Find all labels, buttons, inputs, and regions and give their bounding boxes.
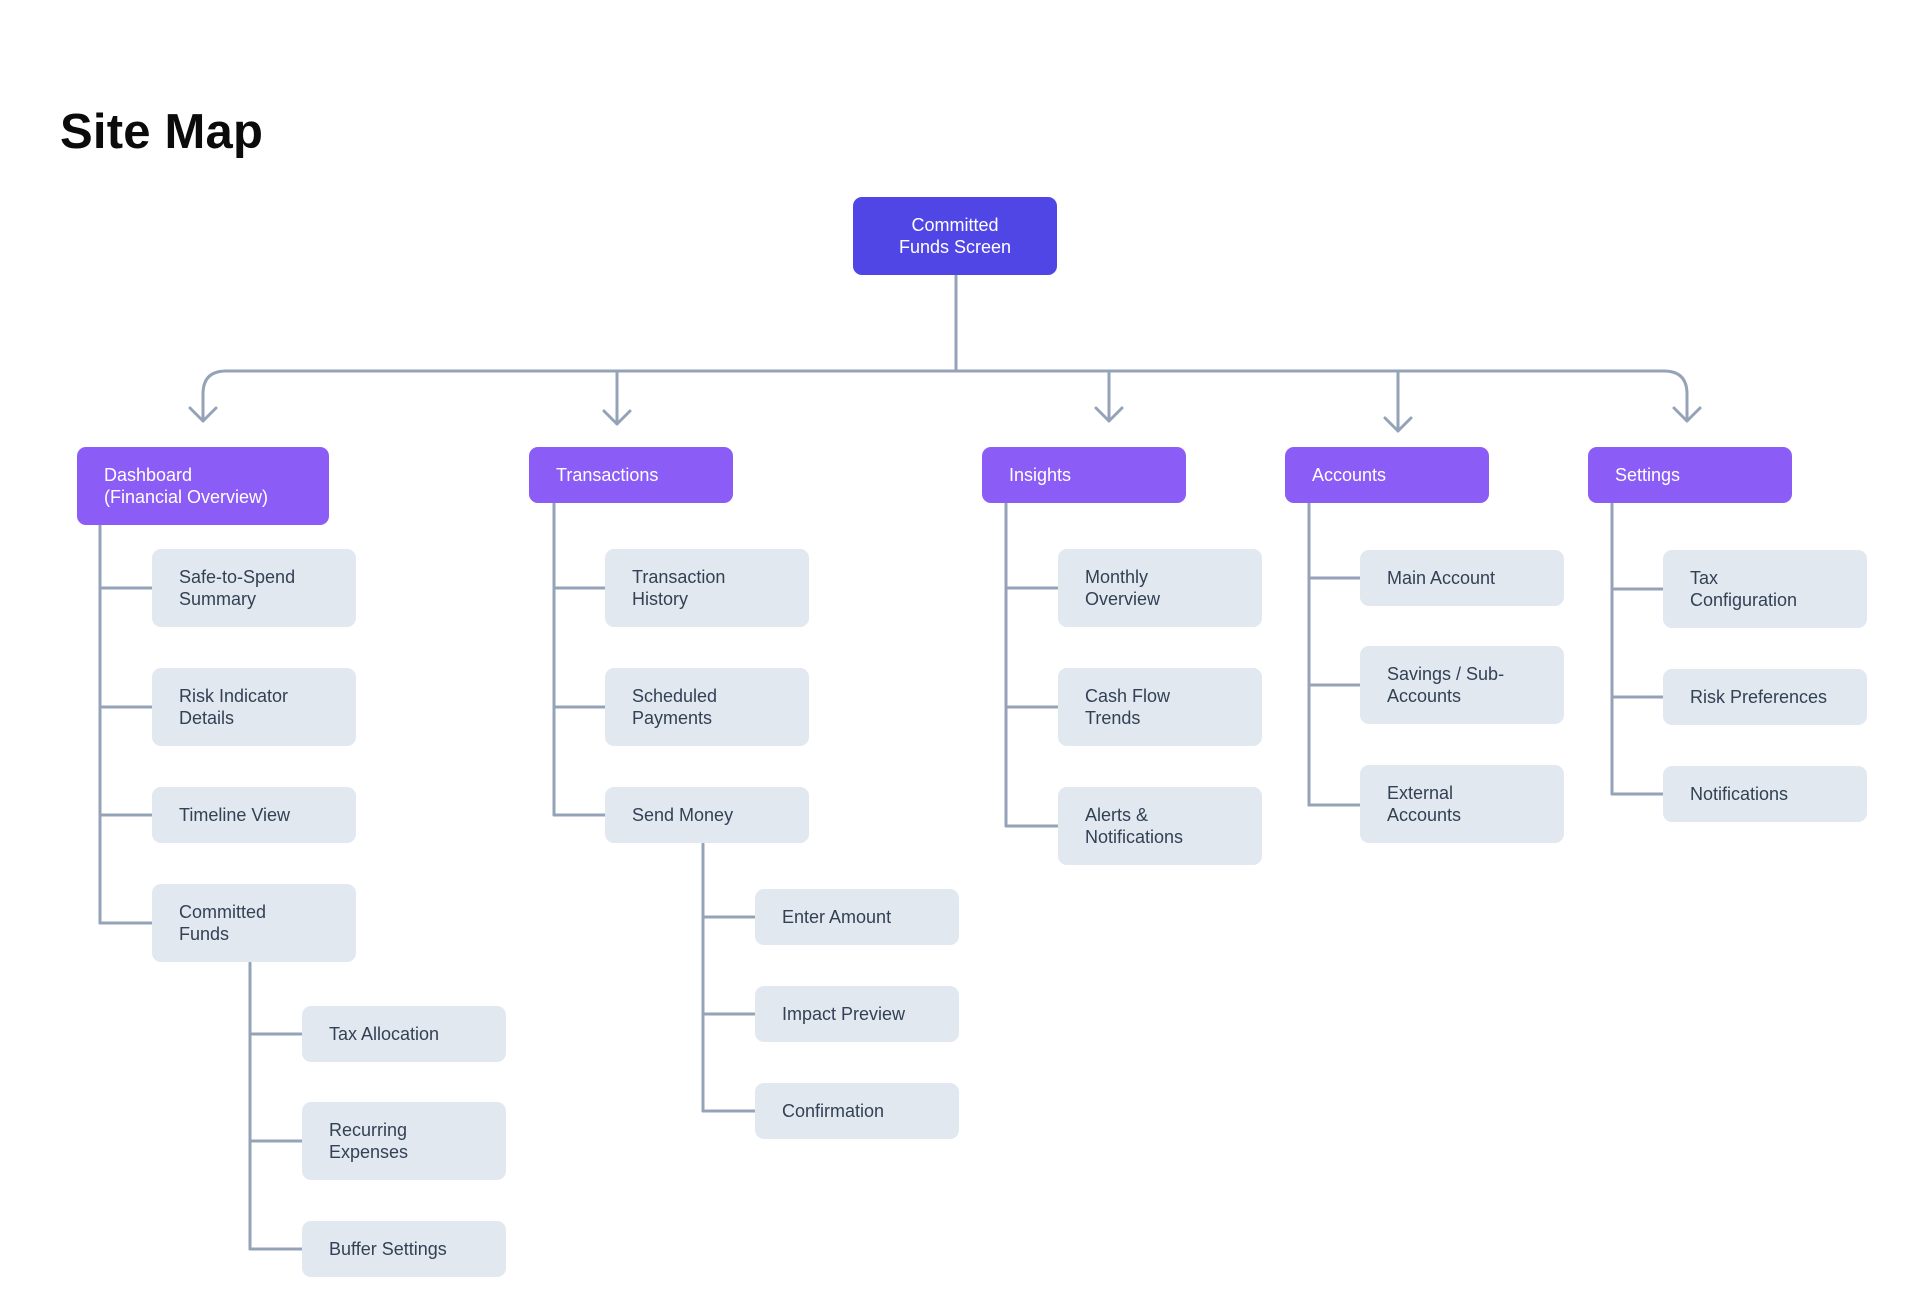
section-accounts[interactable]: Accounts [1285,447,1489,503]
root-node[interactable]: Committed Funds Screen [853,197,1057,275]
leaf-recurring-expenses[interactable]: Recurring Expenses [302,1102,506,1180]
leaf-risk-preferences[interactable]: Risk Preferences [1663,669,1867,725]
leaf-timeline-view[interactable]: Timeline View [152,787,356,843]
section-settings[interactable]: Settings [1588,447,1792,503]
leaf-committed-funds[interactable]: Committed Funds [152,884,356,962]
arrow-head [602,409,632,426]
leaf-confirmation[interactable]: Confirmation [755,1083,959,1139]
arrow-head [1094,406,1124,423]
leaf-impact-preview[interactable]: Impact Preview [755,986,959,1042]
leaf-notifications[interactable]: Notifications [1663,766,1867,822]
leaf-risk-indicator-details[interactable]: Risk Indicator Details [152,668,356,746]
arrow-head [1672,406,1702,423]
leaf-tax-configuration[interactable]: Tax Configuration [1663,550,1867,628]
leaf-buffer-settings[interactable]: Buffer Settings [302,1221,506,1277]
section-insights[interactable]: Insights [982,447,1186,503]
leaf-tax-allocation[interactable]: Tax Allocation [302,1006,506,1062]
arrow-head [188,406,218,423]
leaf-send-money[interactable]: Send Money [605,787,809,843]
leaf-enter-amount[interactable]: Enter Amount [755,889,959,945]
leaf-transaction-history[interactable]: Transaction History [605,549,809,627]
leaf-external-accounts[interactable]: External Accounts [1360,765,1564,843]
section-transactions[interactable]: Transactions [529,447,733,503]
leaf-alerts-notifications[interactable]: Alerts & Notifications [1058,787,1262,865]
section-dashboard[interactable]: Dashboard (Financial Overview) [77,447,329,525]
top-bus-line [201,369,1689,423]
arrow-head [1383,416,1413,433]
leaf-safe-to-spend-summary[interactable]: Safe-to-Spend Summary [152,549,356,627]
leaf-scheduled-payments[interactable]: Scheduled Payments [605,668,809,746]
leaf-monthly-overview[interactable]: Monthly Overview [1058,549,1262,627]
leaf-cash-flow-trends[interactable]: Cash Flow Trends [1058,668,1262,746]
leaf-savings-sub-accounts[interactable]: Savings / Sub- Accounts [1360,646,1564,724]
page-title: Site Map [60,105,264,159]
leaf-main-account[interactable]: Main Account [1360,550,1564,606]
